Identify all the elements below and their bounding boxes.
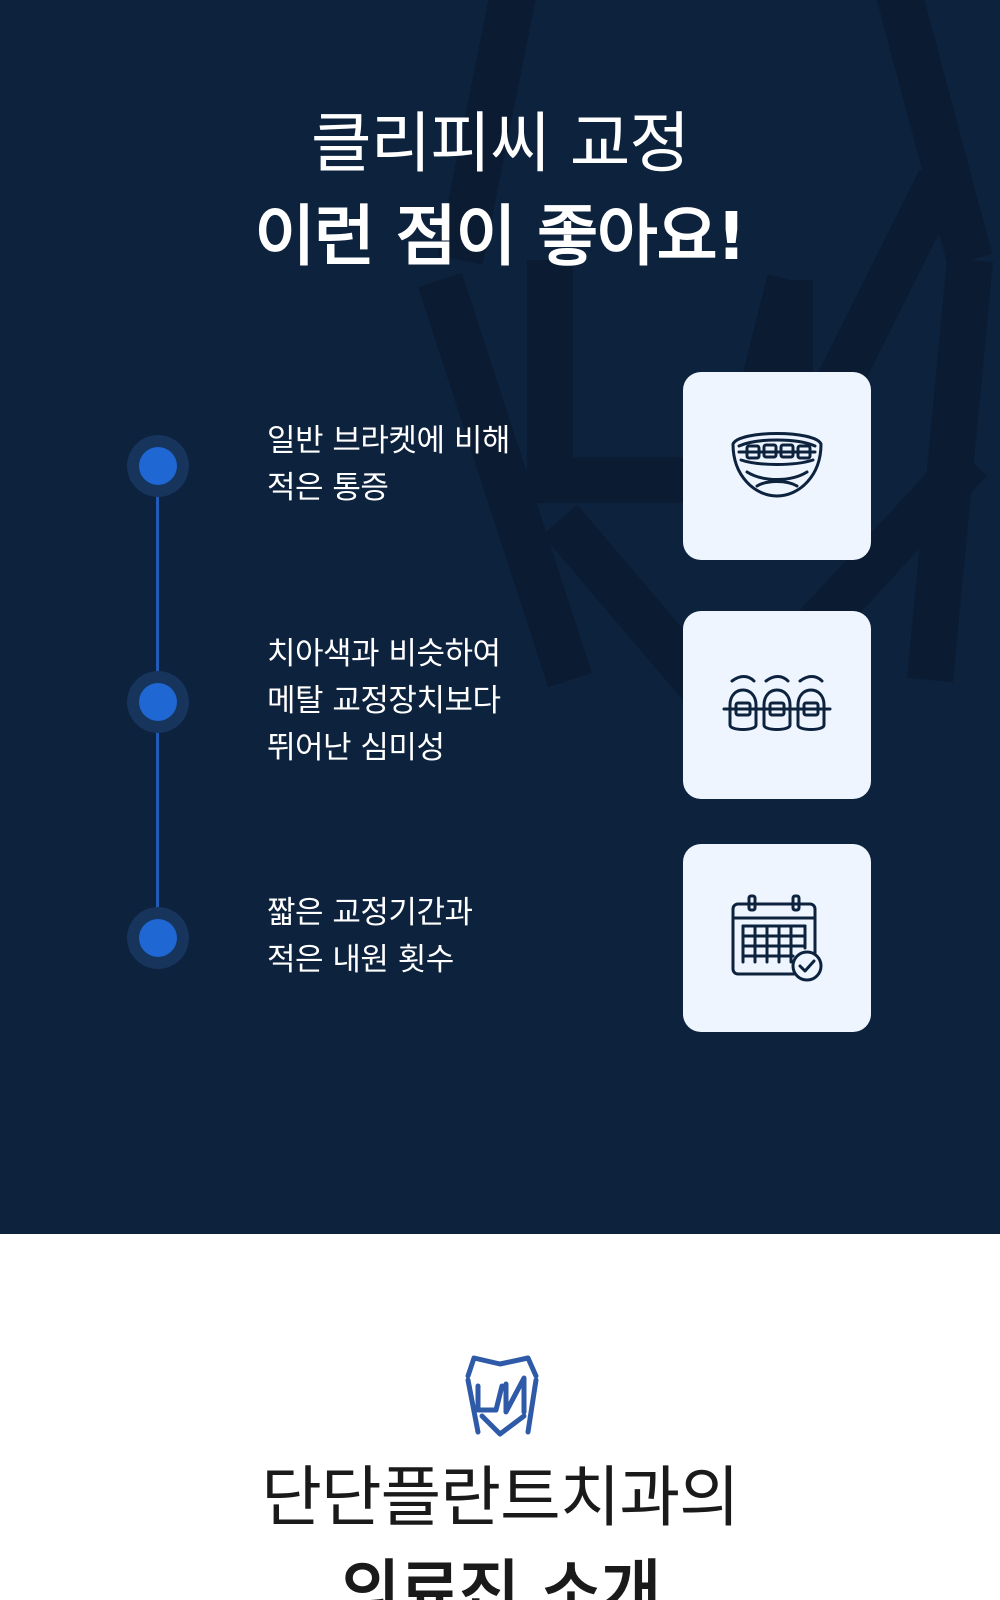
timeline-dot-1: [127, 435, 189, 497]
benefits-title: 클리피씨 교정 이런 점이 좋아요!: [0, 100, 1000, 286]
benefit-item-2-line-3: 뛰어난 심미성: [267, 730, 445, 766]
benefit-item-2-line-1: 치아색과 비슷하여: [267, 636, 501, 672]
calendar-check-icon: [731, 894, 823, 982]
benefit-item-2-text: 치아색과 비슷하여 메탈 교정장치보다 뛰어난 심미성: [267, 631, 501, 772]
benefit-item-1-icon-card: [683, 372, 871, 560]
benefit-item-2-icon-card: [683, 611, 871, 799]
dn-tooth-logo-icon: [465, 1355, 539, 1437]
braces-mouth-icon: [731, 432, 823, 498]
benefit-item-3-text: 짧은 교정기간과 적은 내원 횟수: [267, 890, 473, 984]
doctors-intro-title-line2: 의료진 소개: [339, 1553, 662, 1600]
benefit-item-1-line-2: 적은 통증: [267, 470, 389, 506]
benefit-item-3-line-1: 짧은 교정기간과: [267, 895, 473, 931]
doctors-intro-title: 단단플란트치과의 의료진 소개: [0, 1454, 1000, 1600]
benefits-title-line1: 클리피씨 교정: [310, 105, 690, 182]
benefits-title-line2: 이런 점이 좋아요!: [254, 198, 746, 275]
teeth-brackets-icon: [722, 675, 832, 731]
benefit-item-2-line-2: 메탈 교정장치보다: [267, 683, 501, 719]
benefits-section: 클리피씨 교정 이런 점이 좋아요! 일반 브라켓에 비해 적은 통증 치아색과…: [0, 0, 1000, 1234]
timeline-dot-3: [127, 907, 189, 969]
doctors-intro-section: 단단플란트치과의 의료진 소개: [0, 1234, 1000, 1600]
benefit-item-1-text: 일반 브라켓에 비해 적은 통증: [267, 418, 510, 512]
doctors-intro-title-line1: 단단플란트치과의: [261, 1459, 740, 1536]
benefit-item-1-line-1: 일반 브라켓에 비해: [267, 423, 510, 459]
timeline-dot-2: [127, 671, 189, 733]
benefit-item-3-line-2: 적은 내원 횟수: [267, 942, 454, 978]
benefit-item-3-icon-card: [683, 844, 871, 1032]
